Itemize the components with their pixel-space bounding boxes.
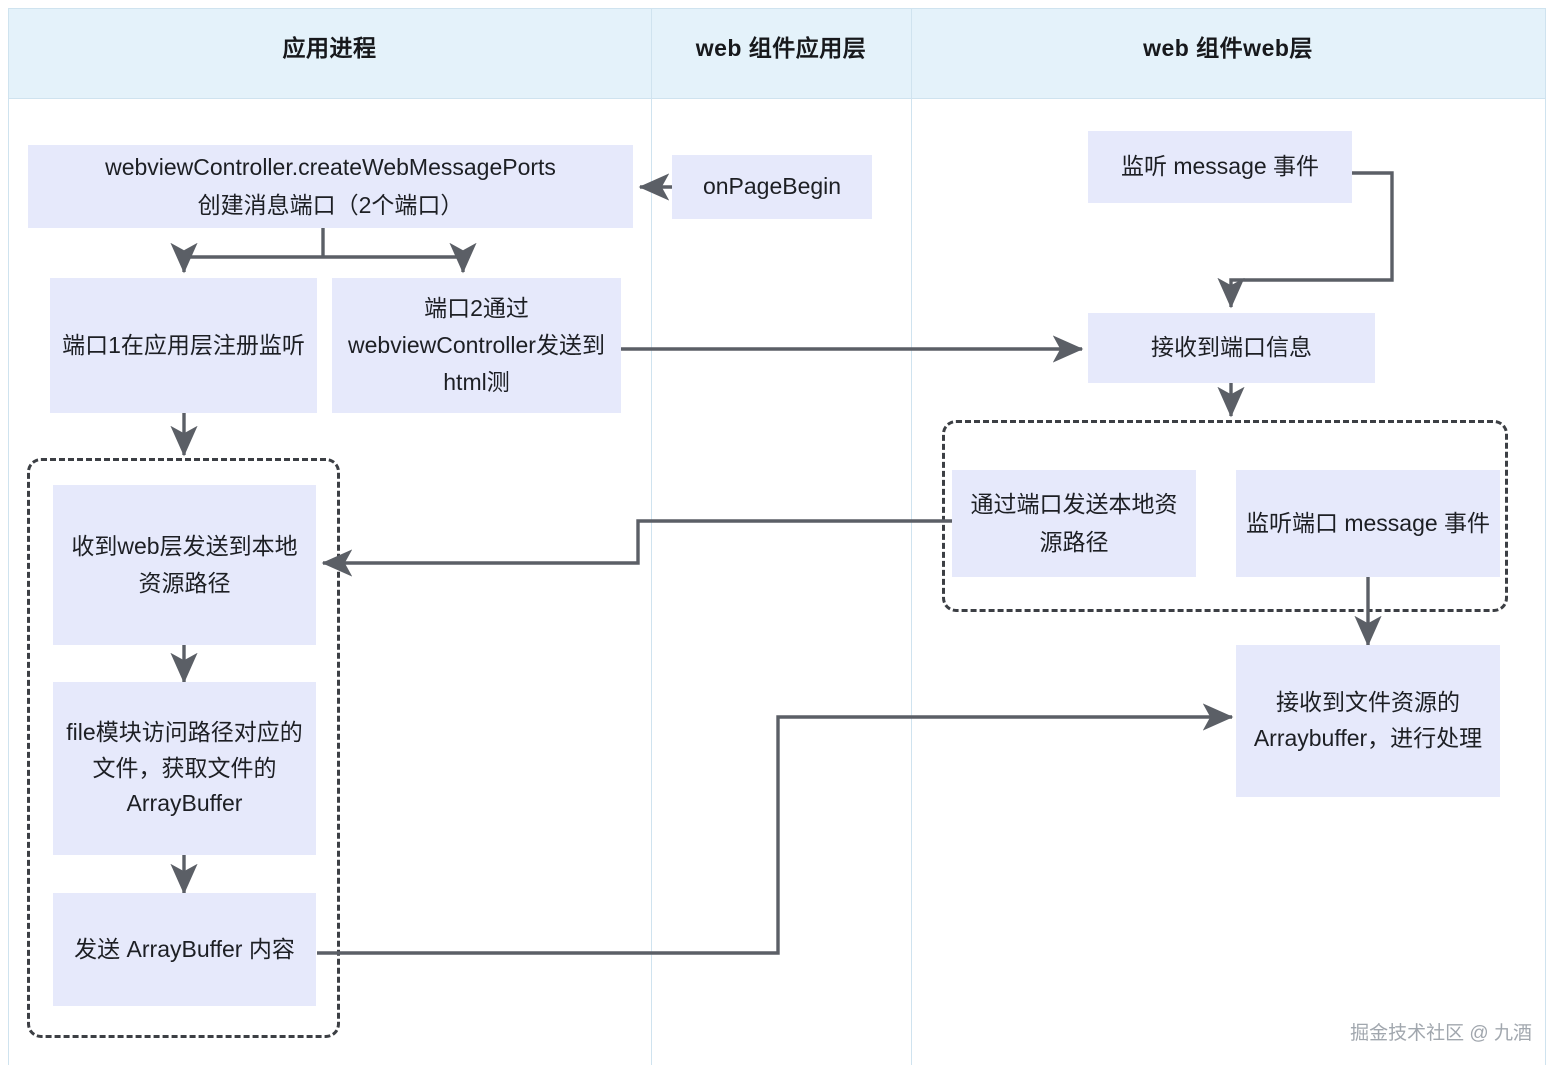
lane-frame-left-edge — [8, 8, 9, 1065]
node-receive-file-arraybuffer[interactable]: 接收到文件资源的Arraybuffer，进行处理 — [1236, 645, 1500, 797]
lane-header-band — [8, 8, 1546, 99]
web-layer-dashed-group — [942, 420, 1508, 612]
lane-title-web-web-layer: web 组件web层 — [1143, 34, 1313, 61]
node-create-web-message-ports[interactable]: webviewController.createWebMessagePorts … — [28, 145, 633, 228]
node-listen-port-message-event[interactable]: 监听端口 message 事件 — [1236, 470, 1500, 577]
lane-title-app-process: 应用进程 — [282, 34, 377, 61]
node-listen-message-event[interactable]: 监听 message 事件 — [1088, 131, 1352, 203]
node-port2-send-to-html[interactable]: 端口2通过webviewController发送到html测 — [332, 278, 621, 413]
node-receive-local-resource-path[interactable]: 收到web层发送到本地资源路径 — [53, 485, 316, 645]
node-file-module-read-arraybuffer[interactable]: file模块访问路径对应的文件，获取文件的ArrayBuffer — [53, 682, 316, 855]
lane-title-web-app-layer: web 组件应用层 — [695, 34, 867, 61]
node-receive-port-info[interactable]: 接收到端口信息 — [1088, 313, 1375, 383]
edge-send-local-path-to-recv-local-path — [321, 519, 952, 577]
edge-send-arraybuffer-to-recv-arraybuffer — [317, 703, 1234, 955]
node-create-ports-line2: 创建消息端口（2个端口） — [197, 191, 464, 218]
lane-separator-2 — [911, 8, 912, 1065]
node-on-page-begin[interactable]: onPageBegin — [672, 155, 872, 219]
watermark-credit: 掘金技术社区 @ 九酒 — [1350, 1023, 1532, 1044]
node-send-local-path-via-port[interactable]: 通过端口发送本地资源路径 — [952, 470, 1196, 577]
lane-frame-right-edge — [1545, 8, 1546, 1065]
node-create-ports-line1: webviewController.createWebMessagePorts — [105, 154, 556, 181]
node-port1-register-listener[interactable]: 端口1在应用层注册监听 — [50, 278, 317, 413]
node-send-arraybuffer-content[interactable]: 发送 ArrayBuffer 内容 — [53, 893, 316, 1006]
lane-separator-1 — [651, 8, 652, 1065]
